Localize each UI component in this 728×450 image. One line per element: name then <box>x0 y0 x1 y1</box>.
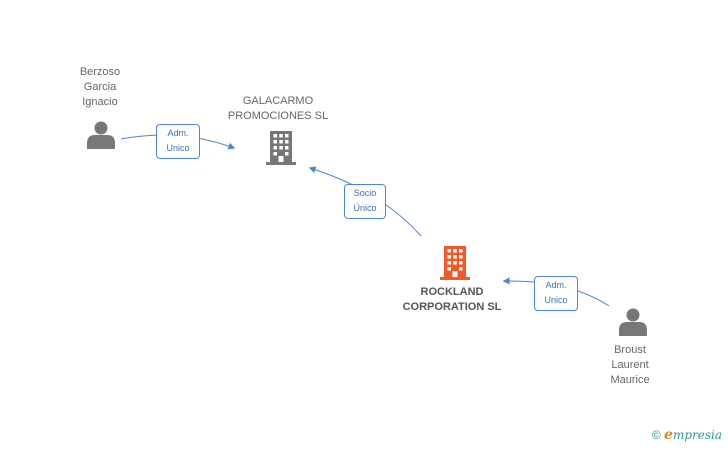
company-name-rockland[interactable]: ROCKLAND CORPORATION SL <box>402 286 502 313</box>
person-name-broust[interactable]: Broust Laurent Maurice <box>610 344 650 386</box>
empresia-watermark: © empresia <box>652 427 722 443</box>
company-name-galacarmo[interactable]: GALACARMO PROMOCIONES SL <box>227 95 329 122</box>
edge-label-socio-unico[interactable]: Socio Único <box>344 184 386 219</box>
copyright-symbol: © <box>651 428 661 442</box>
brand-rest: mpresia <box>672 428 722 442</box>
person-name-berzoso[interactable]: Berzoso Garcia Ignacio <box>79 66 121 108</box>
person-icon[interactable] <box>618 307 648 337</box>
edge-label-adm-unico[interactable]: Adm. Unico <box>156 124 200 159</box>
brand-e: e <box>664 427 673 443</box>
person-icon[interactable] <box>86 120 116 150</box>
building-icon[interactable] <box>438 245 472 281</box>
building-icon[interactable] <box>264 130 298 166</box>
edge-label-adm-unico[interactable]: Adm. Unico <box>534 276 578 311</box>
